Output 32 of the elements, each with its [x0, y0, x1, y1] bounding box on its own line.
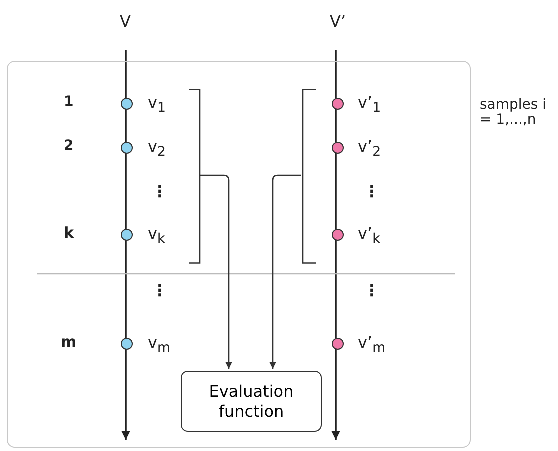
sample-label: v’$_{1}$: [358, 95, 382, 116]
bracket: [302, 89, 316, 264]
sample-dot: [332, 98, 344, 110]
ellipsis: ⋮: [364, 184, 380, 200]
sample-label: v$_{2}$: [148, 139, 166, 160]
axis-label: V: [120, 14, 131, 30]
sample-dot: [332, 229, 344, 241]
sample-dot: [121, 142, 133, 154]
sample-dot: [121, 229, 133, 241]
ellipsis: ⋮: [152, 283, 168, 299]
arrow: [270, 174, 301, 369]
sample-dot: [121, 338, 133, 350]
sample-label: v$_{k}$: [148, 226, 166, 247]
ellipsis: ⋮: [152, 184, 168, 200]
sample-dot: [121, 98, 133, 110]
row-number: 2: [64, 139, 74, 153]
bracket: [189, 89, 201, 264]
process-box: Evaluation function: [181, 371, 322, 432]
group-caption: samples i = 1,...,n: [480, 98, 548, 128]
row-number: k: [64, 226, 74, 241]
sample-label: v’$_{2}$: [358, 139, 382, 160]
sample-dot: [332, 142, 344, 154]
row-number: m: [61, 335, 77, 350]
ellipsis: ⋮: [364, 283, 380, 299]
row-number: 1: [64, 95, 74, 109]
axis-label: V’: [330, 14, 346, 30]
arrow: [200, 174, 232, 369]
sample-label: v’$_{k}$: [358, 226, 380, 247]
sample-dot: [332, 338, 344, 350]
sample-label: v’$_{m}$: [358, 335, 386, 356]
sample-label: v$_{1}$: [148, 95, 166, 116]
sample-label: v$_{m}$: [148, 335, 170, 356]
